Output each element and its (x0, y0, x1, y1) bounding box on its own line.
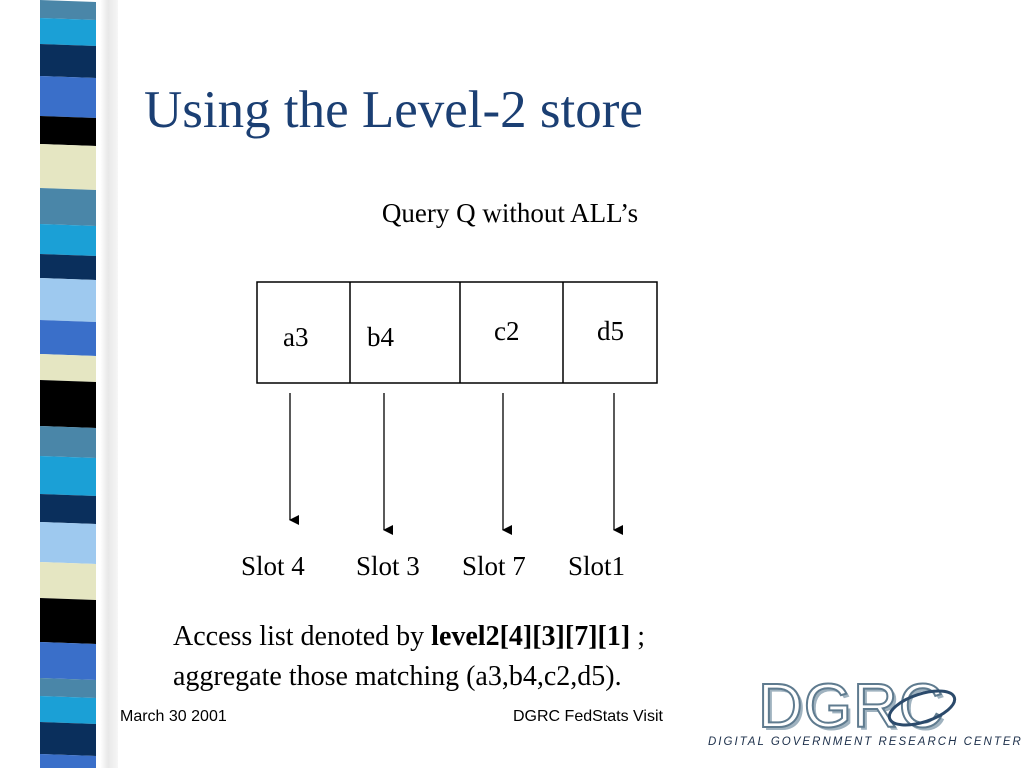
dgrc-logo: DGRC DIGITAL GOVERNMENT RESEARCH CENTER (700, 672, 1023, 756)
strip-block (40, 456, 96, 496)
side-strip-pattern (40, 0, 96, 768)
strip-block (40, 254, 96, 280)
strip-block (40, 562, 96, 600)
strip-block (40, 278, 96, 322)
slot-label-7: Slot 7 (462, 551, 526, 581)
cell-value-b4: b4 (367, 322, 395, 352)
strip-block (40, 494, 96, 524)
strip-block (40, 722, 96, 756)
access-line1-suffix: ; (630, 621, 645, 652)
strip-block (40, 188, 96, 226)
cell-value-d5: d5 (597, 316, 624, 346)
strip-block (40, 224, 96, 256)
slot-mapping-diagram: a3 b4 c2 d5 Slot 4 Slot 3 Slot 7 Slot1 (241, 281, 658, 581)
strip-block (40, 0, 96, 20)
strip-block (40, 426, 96, 458)
strip-block (40, 380, 96, 428)
strip-block (40, 522, 96, 564)
footer-date: March 30 2001 (120, 708, 227, 725)
strip-block (40, 354, 96, 382)
strip-block (40, 678, 96, 698)
strip-block (40, 44, 96, 78)
query-record-box (256, 281, 658, 384)
access-line2: aggregate those matching (a3,b4,c2,d5). (173, 661, 622, 692)
strip-block (40, 76, 96, 118)
access-index-expression: level2[4][3][7][1] (431, 621, 631, 652)
strip-block (40, 18, 96, 46)
query-caption: Query Q without ALL’s (381, 198, 639, 228)
strip-block (40, 696, 96, 724)
strip-block (40, 320, 96, 356)
strip-block (40, 116, 96, 146)
slot-label-3: Slot 3 (356, 551, 420, 581)
slide-title: Using the Level-2 store (144, 81, 643, 139)
cell-value-a3: a3 (283, 322, 308, 352)
cell-value-c2: c2 (494, 316, 519, 346)
slot-label-1: Slot1 (568, 551, 625, 581)
strip-block (40, 598, 96, 644)
access-line1-prefix: Access list denoted by (173, 621, 432, 652)
footer-event: DGRC FedStats Visit (513, 708, 663, 725)
strip-block (40, 144, 96, 190)
logo-tagline: DIGITAL GOVERNMENT RESEARCH CENTER (708, 736, 1023, 748)
strip-block (40, 642, 96, 680)
logo-swoosh-icon (887, 689, 957, 727)
logo-letters: DGRC (757, 672, 945, 741)
strip-block (40, 754, 96, 768)
decorative-side-strip (0, 0, 118, 768)
access-description: Access list denoted by level2[4][3][7][1… (173, 617, 645, 697)
slot-label-4: Slot 4 (241, 551, 305, 581)
